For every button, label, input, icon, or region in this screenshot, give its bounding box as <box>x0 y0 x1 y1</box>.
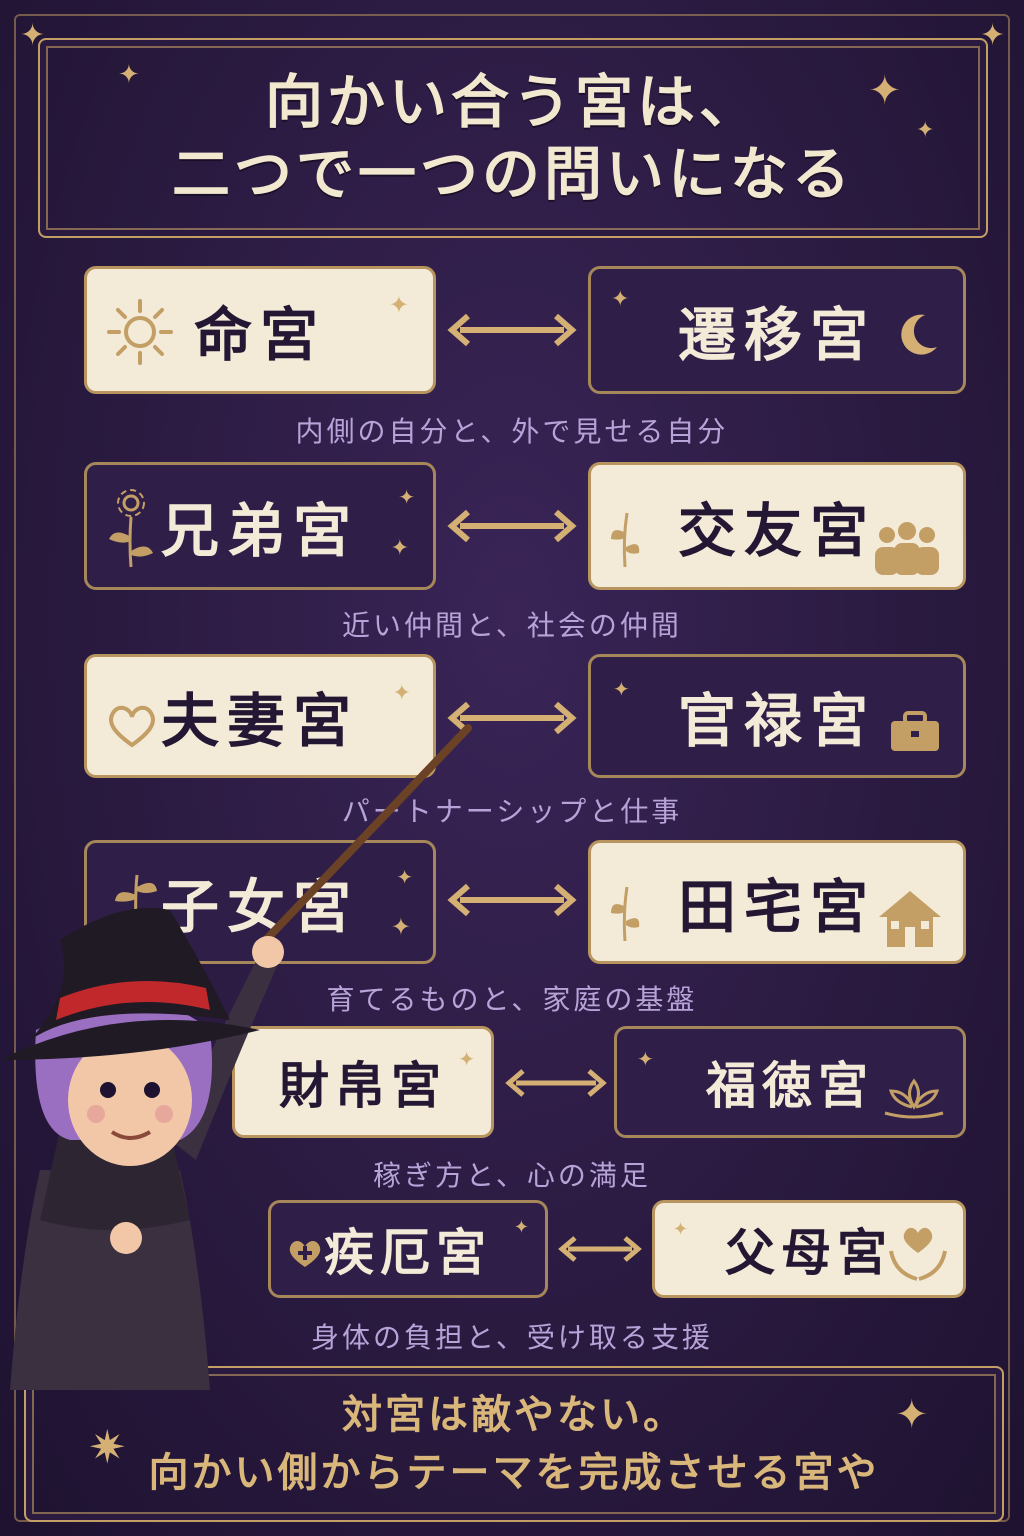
palace-card-ming: 命宮 ✦ <box>84 266 436 394</box>
palace-card-xiongdi: 兄弟宮 ✦ ✦ <box>84 462 436 590</box>
house-icon <box>879 891 941 947</box>
double-arrow-icon <box>558 1236 642 1262</box>
sparkle-icon: ✦ <box>396 865 413 889</box>
heart-cross-icon <box>289 1240 321 1267</box>
double-arrow-icon <box>447 509 577 543</box>
sparkle-icon: ✦ <box>916 118 935 143</box>
palace-card-fumu: 父母宮 ✦ <box>652 1200 966 1298</box>
sparkle-icon: ✷ <box>88 1420 127 1474</box>
lotus-icon <box>884 1078 944 1119</box>
pair-caption: 稼ぎ方と、心の満足 <box>373 1159 651 1192</box>
palace-card-fude: 福徳宮 ✦ <box>614 1026 966 1138</box>
hands-heart-icon <box>889 1227 947 1281</box>
palace-name: 交友宮 <box>677 497 876 565</box>
sparkle-icon: ✦ <box>118 60 140 90</box>
palace-card-jie: 疾厄宮 ✦ <box>268 1200 548 1298</box>
title-banner: 向かい合う宮は、 二つで一つの問いになる <box>38 38 988 238</box>
leaf-icon <box>611 886 640 942</box>
sparkle-icon: ✦ <box>20 18 46 53</box>
sparkle-icon: ✦ <box>868 68 902 114</box>
sparkle-icon: ✦ <box>895 1392 929 1438</box>
palace-name: 兄弟宮 <box>160 497 359 565</box>
sparkle-icon: ✦ <box>388 291 409 319</box>
footer-line-1: 対宮は敵やない。 <box>342 1391 686 1438</box>
sparkle-icon: ✦ <box>637 1047 654 1071</box>
double-arrow-icon <box>447 701 577 735</box>
sparkle-icon: ✦ <box>458 1047 475 1071</box>
sparkle-icon: ✦ <box>390 913 411 941</box>
sparkle-icon: ✦ <box>613 677 630 701</box>
wand-icon <box>258 724 472 948</box>
footer-line-2: 向かい側からテーマを完成させる宮や <box>148 1449 880 1496</box>
footer-banner: 対宮は敵やない。 向かい側からテーマを完成させる宮や <box>24 1366 1004 1522</box>
palace-name: 疾厄宮 <box>324 1223 492 1282</box>
pair-caption: 近い仲間と、社会の仲間 <box>342 609 682 642</box>
palace-name: 遷移宮 <box>677 301 876 369</box>
palace-card-tianzhai: 田宅宮 <box>588 840 966 964</box>
double-arrow-icon <box>447 883 577 917</box>
double-arrow-icon <box>505 1069 607 1097</box>
leaf-icon <box>611 512 640 568</box>
moon-icon <box>901 314 937 355</box>
people-icon <box>875 522 939 575</box>
sparkle-icon: ✦ <box>513 1217 529 1238</box>
pair-caption: 内側の自分と、外で見せる自分 <box>295 415 729 448</box>
palace-card-caibo: 財帛宮 ✦ <box>232 1026 494 1138</box>
palace-name: 夫妻宮 <box>160 687 359 755</box>
palace-name: 官禄宮 <box>677 687 876 755</box>
sparkle-icon: ✦ <box>980 18 1006 53</box>
palace-card-jiaoyou: 交友宮 <box>588 462 966 590</box>
pair-caption: 育てるものと、家庭の基盤 <box>326 983 698 1016</box>
briefcase-icon <box>891 711 939 751</box>
flower-icon <box>109 489 153 568</box>
palace-card-qianyi: 遷移宮 ✦ <box>588 266 966 394</box>
palace-name: 父母宮 <box>725 1223 893 1282</box>
sparkle-icon: ✦ <box>390 536 409 561</box>
heart-icon <box>109 705 155 748</box>
palace-name: 命宮 <box>193 301 326 369</box>
page-title-line-1: 向かい合う宮は、 <box>264 68 761 136</box>
palace-card-guanlu: 官禄宮 ✦ <box>588 654 966 778</box>
palace-name: 田宅宮 <box>677 873 876 941</box>
pair-caption: 身体の負担と、受け取る支援 <box>311 1321 713 1354</box>
double-arrow-icon <box>447 313 577 347</box>
sparkle-icon: ✦ <box>392 681 411 706</box>
page-title-line-2: 二つで一つの問いになる <box>171 140 854 208</box>
palace-card-fuqi: 夫妻宮 ✦ <box>84 654 436 778</box>
palace-name: 福徳宮 <box>706 1056 874 1115</box>
sparkle-icon: ✦ <box>673 1219 689 1240</box>
sparkle-icon: ✦ <box>398 485 415 509</box>
palace-name: 財帛宮 <box>279 1056 447 1115</box>
sparkle-icon: ✦ <box>611 287 630 312</box>
witch-illustration <box>0 724 472 1390</box>
sun-icon <box>107 299 173 365</box>
